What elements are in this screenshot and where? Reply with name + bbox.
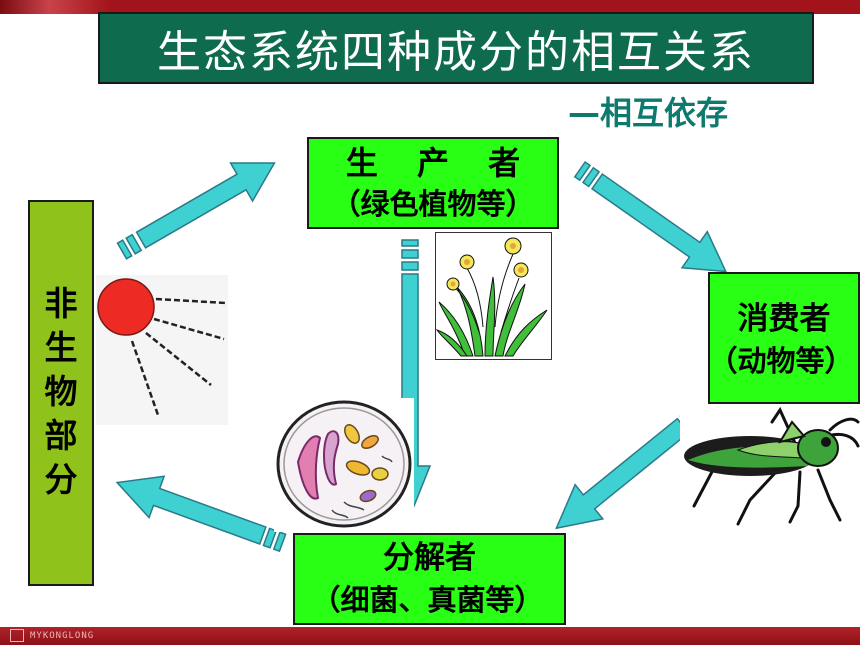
decomposer-detail: （细菌、真菌等） xyxy=(311,583,544,617)
arrow-producer-to-consumer xyxy=(573,160,728,273)
footer-logo: MYKONGLONG xyxy=(10,629,94,643)
page-title: 生态系统四种成分的相互关系 xyxy=(157,27,755,78)
sun-icon xyxy=(96,275,228,425)
consumer-label: 消费者 xyxy=(737,301,831,337)
arrow-abiotic-to-producer xyxy=(116,162,276,260)
narcissus-plant-icon xyxy=(435,232,552,360)
producer-box: 生 产 者 （绿色植物等） xyxy=(307,137,559,229)
decomposer-label: 分解者 xyxy=(383,540,476,576)
title-box: 生态系统四种成分的相互关系 xyxy=(98,12,814,84)
consumer-box: 消费者 （动物等） xyxy=(708,272,860,404)
decomposer-box: 分解者 （细菌、真菌等） xyxy=(293,533,566,625)
abiotic-char: 非 xyxy=(44,284,78,323)
abiotic-box: 非 生 物 部 分 xyxy=(28,200,94,586)
producer-label: 生 产 者 xyxy=(345,144,535,182)
arrow-decomposer-to-abiotic xyxy=(115,475,287,553)
abiotic-char: 分 xyxy=(44,460,78,499)
bottom-banner xyxy=(0,627,860,645)
top-banner xyxy=(0,0,860,14)
microbe-dish-icon xyxy=(274,398,414,532)
grasshopper-icon xyxy=(680,402,860,527)
footer-logo-text: MYKONGLONG xyxy=(30,631,95,641)
subtitle: —相互依存 xyxy=(568,94,729,132)
abiotic-char: 物 xyxy=(44,372,78,411)
abiotic-char: 生 xyxy=(44,328,78,367)
abiotic-char: 部 xyxy=(44,416,78,455)
banner-swirl xyxy=(0,0,110,14)
producer-detail: （绿色植物等） xyxy=(331,187,535,221)
logo-mark-icon xyxy=(10,629,24,642)
consumer-detail: （动物等） xyxy=(708,344,854,378)
